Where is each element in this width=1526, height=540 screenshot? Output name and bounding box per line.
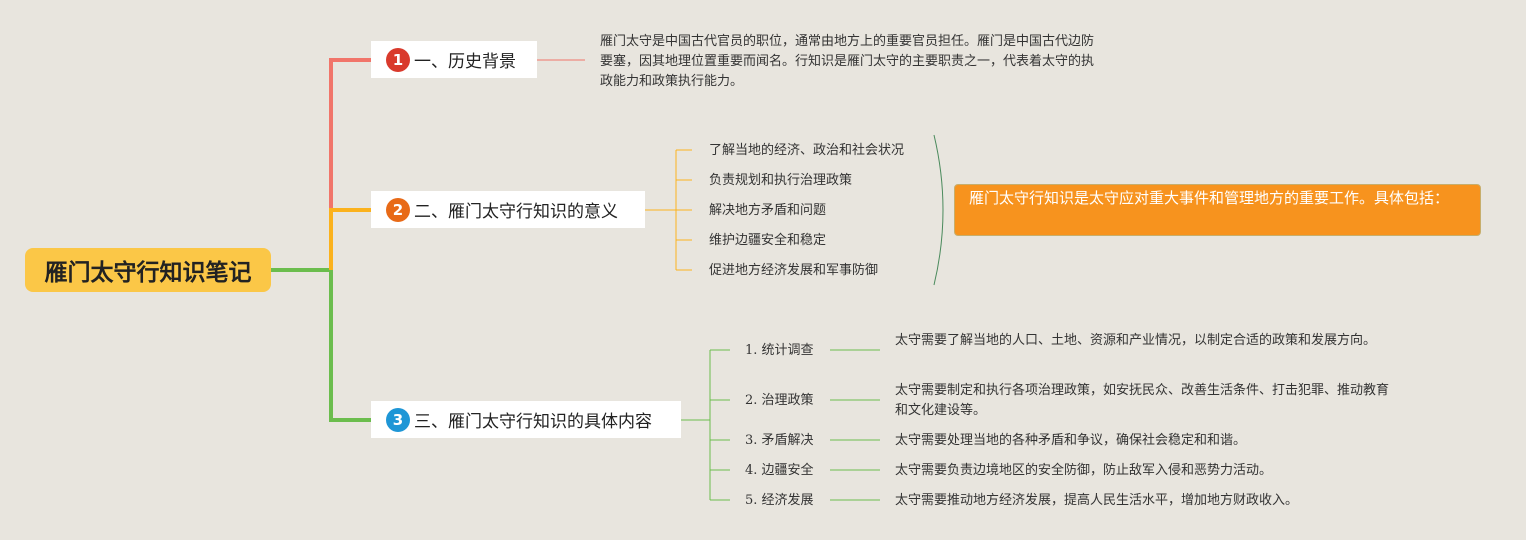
content-item-conflict[interactable]: 3. 矛盾解决 — [745, 432, 814, 450]
summary-brace — [933, 134, 944, 286]
branch-history-background[interactable]: 1 一、历史背景 — [371, 41, 537, 78]
significance-item[interactable]: 解决地方矛盾和问题 — [709, 203, 827, 218]
number-badge-3: 3 — [386, 407, 410, 432]
content-item-statistics[interactable]: 1. 统计调查 — [745, 342, 814, 360]
content-item-economy[interactable]: 5. 经济发展 — [745, 492, 814, 510]
content-item-desc: 太守需要处理当地的各种矛盾和争议，确保社会稳定和和谐。 — [895, 433, 1247, 448]
item-number: 5. — [745, 493, 758, 508]
number-badge-2: 2 — [386, 197, 410, 222]
branch-specific-content[interactable]: 3 三、雁门太守行知识的具体内容 — [371, 401, 681, 438]
content-item-desc: 太守需要负责边境地区的安全防御，防止敌军入侵和恶势力活动。 — [895, 463, 1273, 478]
branch-label: 三、雁门太守行知识的具体内容 — [414, 412, 652, 432]
item-label: 矛盾解决 — [761, 433, 814, 448]
content-item-desc: 太守需要推动地方经济发展，提高人民生活水平，增加地方财政收入。 — [895, 493, 1299, 508]
content-item-border[interactable]: 4. 边疆安全 — [745, 462, 814, 480]
significance-item[interactable]: 负责规划和执行治理政策 — [709, 173, 853, 188]
item-label: 统计调查 — [761, 343, 814, 358]
branch-label: 一、历史背景 — [414, 52, 516, 72]
item-label: 经济发展 — [761, 493, 814, 508]
item-number: 2. — [745, 393, 758, 408]
item-number: 4. — [745, 463, 758, 478]
branch2-items-connector — [645, 149, 692, 271]
content-item-policy[interactable]: 2. 治理政策 — [745, 392, 814, 410]
number-badge-1: 1 — [386, 47, 410, 72]
item-number: 3. — [745, 433, 758, 448]
item-label: 边疆安全 — [761, 463, 814, 478]
history-paragraph: 雁门太守是中国古代官员的职位，通常由地方上的重要官员担任。雁门是中国古代边防要塞… — [600, 34, 1095, 89]
branch1-connector — [329, 58, 371, 210]
item-label: 治理政策 — [761, 393, 814, 408]
sub-desc-connectors — [830, 349, 880, 501]
branch3-items-connector — [681, 349, 730, 501]
significance-item[interactable]: 促进地方经济发展和军事防御 — [709, 263, 879, 278]
root-topic[interactable]: 雁门太守行知识笔记 — [25, 248, 271, 292]
item-number: 1. — [745, 343, 758, 358]
branch-label: 二、雁门太守行知识的意义 — [414, 202, 618, 222]
branch2-connector — [329, 208, 371, 270]
significance-item[interactable]: 了解当地的经济、政治和社会状况 — [709, 143, 905, 158]
branch-significance[interactable]: 2 二、雁门太守行知识的意义 — [371, 191, 645, 228]
content-item-desc: 太守需要了解当地的人口、土地、资源和产业情况，以制定合适的政策和发展方向。 — [895, 333, 1377, 348]
significance-item[interactable]: 维护边疆安全和稳定 — [709, 233, 827, 248]
content-item-desc: 太守需要制定和执行各项治理政策，如安抚民众、改善生活条件、打击犯罪、推动教育和文… — [895, 383, 1390, 418]
summary-callout[interactable]: 雁门太守行知识是太守应对重大事件和管理地方的重要工作。具体包括： — [954, 184, 1481, 236]
branch3-connector — [329, 270, 371, 422]
